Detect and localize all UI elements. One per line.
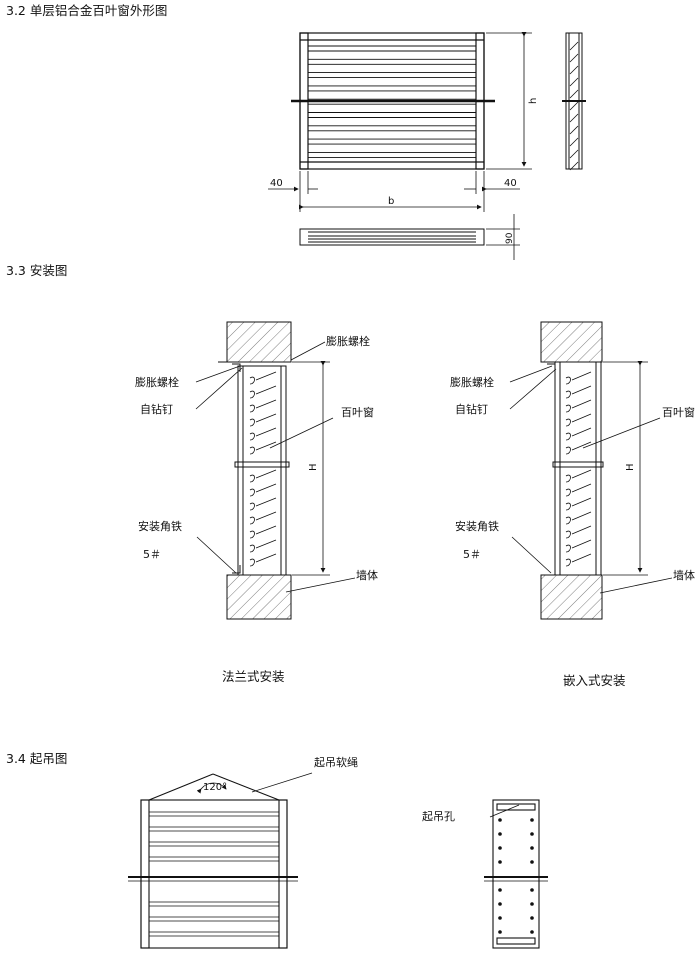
install-slat (565, 525, 592, 539)
louver-side-view (562, 32, 586, 171)
embedded-angle-no-label: 5＃ (463, 548, 481, 561)
install-slat (249, 483, 277, 497)
install-slat (249, 511, 277, 525)
install-slat (249, 413, 277, 427)
hoist-hole (498, 888, 502, 892)
install-slat (249, 553, 277, 567)
section-title-hoisting: 3.4 起吊图 (6, 751, 68, 766)
hoist-hole (530, 930, 534, 934)
side-slat (569, 77, 579, 87)
hoist-hole (530, 832, 534, 836)
hoist-hole (498, 902, 502, 906)
hoist-hole (498, 930, 502, 934)
side-slat (569, 101, 579, 111)
dim-depth-label: 90 (505, 232, 515, 244)
embedded-install-caption: 嵌入式安装 (563, 673, 626, 688)
hoist-angle-label: 120° (203, 782, 227, 793)
install-slat (565, 553, 592, 567)
hoisting-front-drawing (128, 772, 313, 949)
install-slat (249, 469, 277, 483)
hoisting-hole-label: 起吊孔 (422, 810, 455, 823)
embedded-angle-iron-label: 安装角铁 (455, 520, 499, 533)
embedded-install-drawing (509, 321, 673, 620)
install-slat (249, 525, 277, 539)
hoist-hole (530, 818, 534, 822)
install-slat (565, 427, 592, 441)
flange-install-caption: 法兰式安装 (222, 669, 285, 684)
hoist-hole (498, 818, 502, 822)
side-slat (569, 53, 579, 63)
install-slat (249, 539, 277, 553)
install-slat (565, 371, 592, 385)
side-slat (569, 137, 579, 147)
embedded-expansion-bolt-label: 膨胀螺栓 (450, 376, 494, 389)
flange-angle-no-label: 5＃ (143, 548, 161, 561)
flange-install-drawing (195, 321, 356, 620)
install-slat (565, 483, 592, 497)
install-slat (565, 441, 592, 455)
side-slat (569, 41, 579, 51)
install-slat (565, 539, 592, 553)
hoist-hole (530, 888, 534, 892)
flange-expansion-bolt-top-label: 膨胀螺栓 (326, 335, 370, 348)
install-slat (565, 385, 592, 399)
dim-left-label: 40 (270, 178, 283, 189)
side-slat (569, 161, 579, 171)
install-slat (249, 427, 277, 441)
hoist-hole (530, 902, 534, 906)
louver-front-view (291, 32, 495, 170)
flange-expansion-bolt-label: 膨胀螺栓 (135, 376, 179, 389)
install-slat (249, 371, 277, 385)
hoisting-side-drawing (484, 799, 548, 949)
dim-width-label: b (388, 196, 394, 207)
side-slat (569, 89, 579, 99)
install-slat (565, 511, 592, 525)
install-slat (565, 497, 592, 511)
hoist-hole (498, 846, 502, 850)
section-title-installation: 3.3 安装图 (6, 263, 68, 278)
width-dimension (268, 171, 520, 212)
section-title-outline: 3.2 单层铝合金百叶窗外形图 (6, 3, 168, 18)
hoist-hole (530, 846, 534, 850)
hoist-hole (530, 860, 534, 864)
side-slat (569, 149, 579, 159)
install-slat (249, 497, 277, 511)
dim-height-label: h (528, 98, 539, 104)
hoist-hole (498, 860, 502, 864)
hoist-hole (498, 832, 502, 836)
embedded-self-drill-screw-label: 自钻钉 (455, 403, 488, 416)
flange-height-label: H (308, 463, 319, 471)
flange-self-drill-screw-label: 自钻钉 (140, 403, 173, 416)
install-slat (249, 385, 277, 399)
install-slat (249, 441, 277, 455)
flange-wall-label: 墙体 (356, 569, 378, 582)
height-dimension (486, 32, 532, 170)
install-slat (249, 399, 277, 413)
flange-louver-label: 百叶窗 (341, 406, 374, 419)
install-slat (565, 413, 592, 427)
hoist-hole (498, 916, 502, 920)
embedded-wall-label: 墙体 (673, 569, 695, 582)
install-slat (565, 469, 592, 483)
hoisting-rope-label: 起吊软绳 (314, 756, 358, 769)
flange-angle-iron-label: 安装角铁 (138, 520, 182, 533)
embedded-height-label: H (625, 463, 636, 471)
install-slat (565, 399, 592, 413)
dim-right-label: 40 (504, 178, 517, 189)
side-slat (569, 65, 579, 75)
louver-top-view (299, 214, 520, 260)
embedded-louver-label: 百叶窗 (662, 406, 695, 419)
hoist-hole (530, 916, 534, 920)
side-slat (569, 113, 579, 123)
side-slat (569, 125, 579, 135)
